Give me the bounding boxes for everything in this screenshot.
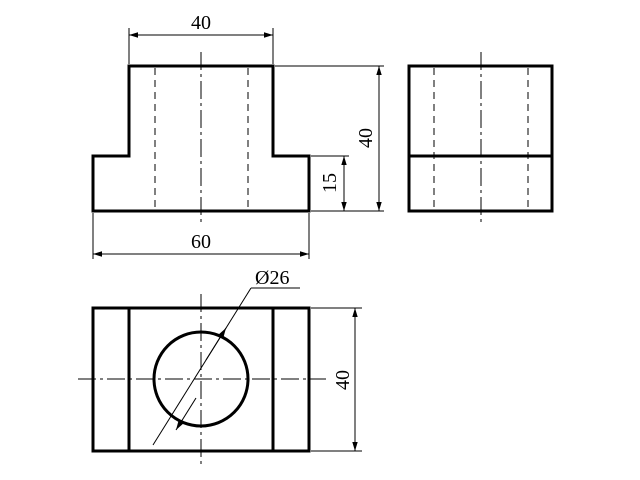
dimension-overall-height: 40 [275,65,384,212]
side-view [407,52,554,224]
dimension-label-top-width: 40 [191,12,211,34]
dimension-top-width: 40 [128,12,274,64]
front-view-outline [91,64,311,213]
dimension-label-overall-width: 60 [191,231,211,253]
dimension-depth: 40 [311,307,362,452]
dimension-base-height: 15 [311,155,349,211]
dimension-label-overall-height: 40 [355,128,377,148]
dimension-label-hole-diameter: Ø26 [255,267,289,289]
dimension-label-depth: 40 [332,370,354,390]
leader-line-diagonal [152,287,252,446]
dimension-overall-width: 60 [92,213,310,259]
diameter-arrow-lower [175,397,197,431]
diameter-arrow-upper [205,327,227,361]
top-view [78,294,326,465]
dimension-hole-diameter: Ø26 [152,267,300,446]
front-view [91,52,311,224]
dimension-label-base-height: 15 [319,173,341,193]
